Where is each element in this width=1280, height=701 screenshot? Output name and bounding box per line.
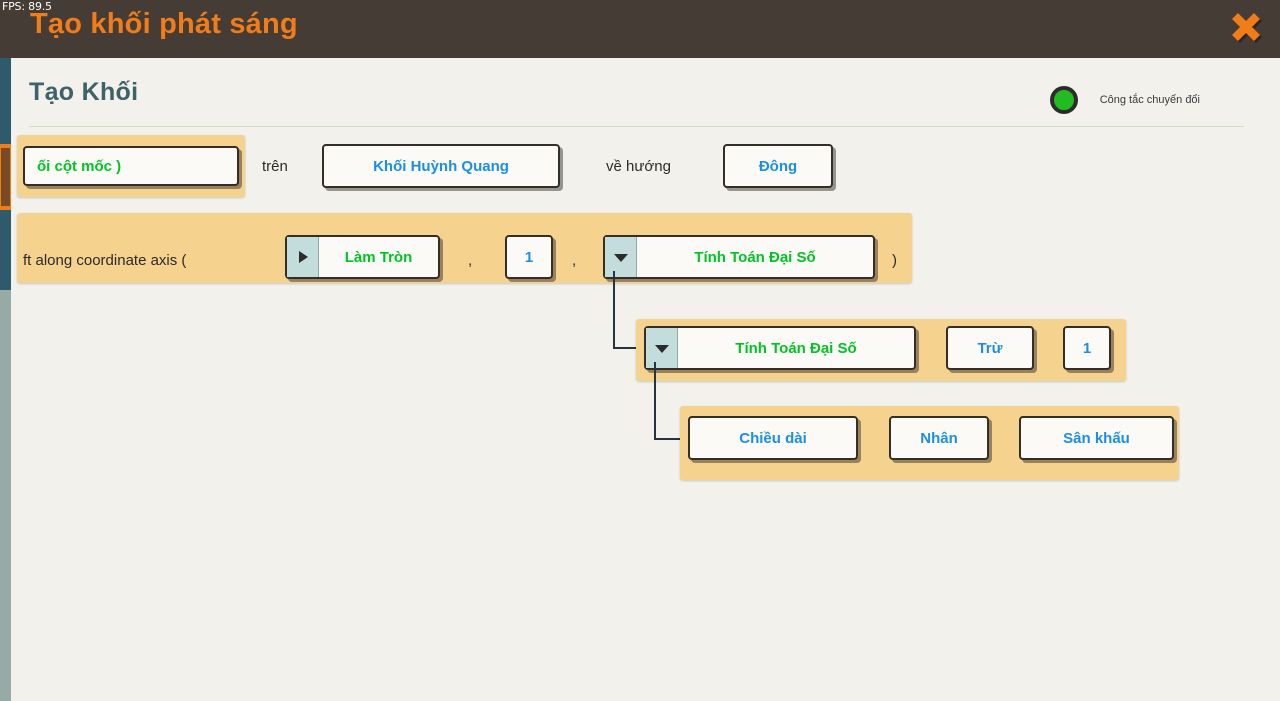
button-operator-subtract[interactable]: Trừ — [946, 326, 1034, 370]
connector-line-2-vertical — [654, 362, 656, 440]
button-fluorescent-block[interactable]: Khối Huỳnh Quang — [322, 144, 560, 188]
button-algebra-top[interactable]: Tính Toán Đại Số — [603, 235, 875, 279]
block-row-1[interactable]: ối cột mốc ) — [17, 135, 245, 197]
button-direction-east[interactable]: Đông — [723, 144, 833, 188]
connector-line-1-horizontal — [613, 347, 639, 349]
left-scrollbar-track[interactable] — [0, 58, 11, 701]
button-number-1[interactable]: 1 — [505, 235, 553, 279]
button-multiply[interactable]: Nhân — [889, 416, 989, 460]
close-paren: ) — [892, 252, 897, 269]
slot-milestone-block[interactable]: ối cột mốc ) — [23, 146, 239, 186]
toggle-switch-label: Công tắc chuyển đổi — [1099, 94, 1200, 106]
label-tren: trên — [262, 158, 288, 175]
comma-separator-2: , — [572, 252, 577, 269]
button-algebra-nested[interactable]: Tính Toán Đại Số — [644, 326, 916, 370]
label-coordinate-axis: ft along coordinate axis ( — [23, 252, 187, 269]
button-number-2[interactable]: 1 — [1063, 326, 1111, 370]
button-stage[interactable]: Sân khấu — [1019, 416, 1174, 460]
button-multiply-label: Nhân — [920, 429, 958, 447]
window-title: Tạo khối phát sáng — [30, 8, 298, 40]
button-round-label: Làm Tròn — [344, 248, 413, 266]
toggle-switch-group[interactable]: Công tắc chuyển đổi — [1049, 86, 1200, 114]
comma-separator-1: , — [468, 252, 473, 269]
chevron-down-icon[interactable] — [605, 237, 637, 277]
button-direction-east-label: Đông — [758, 157, 798, 175]
chevron-right-icon[interactable] — [287, 237, 319, 277]
button-length-label: Chiều dài — [739, 429, 807, 447]
left-scrollbar-accent-inner — [1, 148, 10, 206]
header-divider — [29, 126, 1244, 127]
chevron-down-icon[interactable] — [646, 328, 678, 368]
button-stage-label: Sân khấu — [1063, 429, 1130, 447]
create-block-dialog: Tạo Khối Công tắc chuyển đổi ối cột mốc … — [11, 58, 1280, 701]
slot-milestone-label: ối cột mốc ) — [37, 157, 122, 175]
window-title-bar: FPS: 89.5 Tạo khối phát sáng — [0, 0, 1280, 58]
button-round[interactable]: Làm Tròn — [285, 235, 440, 279]
button-fluorescent-block-label: Khối Huỳnh Quang — [373, 157, 509, 175]
button-number-1-label: 1 — [524, 248, 534, 266]
toggle-switch[interactable] — [1049, 86, 1078, 114]
fps-counter: FPS: 89.5 — [2, 0, 52, 13]
button-algebra-nested-label: Tính Toán Đại Số — [735, 339, 857, 357]
connector-line-1-vertical — [613, 271, 615, 349]
button-operator-subtract-label: Trừ — [977, 339, 1003, 357]
button-algebra-top-label: Tính Toán Đại Số — [694, 248, 816, 266]
page-title: Tạo Khối — [29, 78, 139, 106]
close-icon[interactable] — [1224, 5, 1272, 53]
button-length[interactable]: Chiều dài — [688, 416, 858, 460]
button-number-2-label: 1 — [1082, 339, 1092, 357]
connector-line-2-horizontal — [654, 438, 682, 440]
label-direction: về hướng — [606, 158, 671, 175]
